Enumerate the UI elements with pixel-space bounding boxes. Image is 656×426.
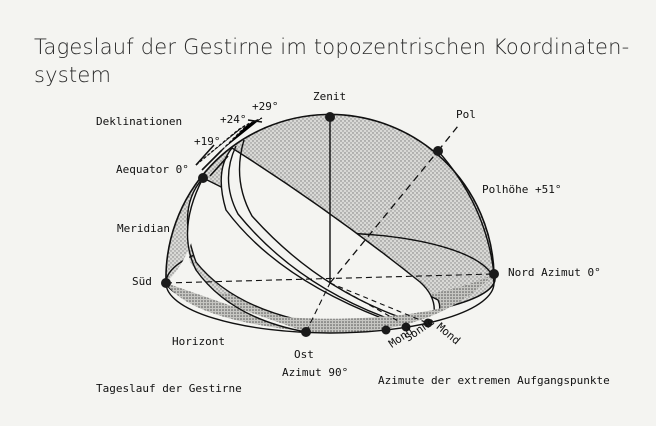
label-sued: Süd xyxy=(132,275,152,288)
pol-point xyxy=(433,146,443,156)
mond-point-1 xyxy=(381,325,391,335)
label-dek-plus19: +19° xyxy=(194,135,221,148)
sued-point xyxy=(161,278,171,288)
sonne-point xyxy=(401,322,411,332)
label-azimut-90: Azimut 90° xyxy=(282,366,348,379)
declination-arc-1 xyxy=(227,145,405,319)
label-aequator: Aequator 0° xyxy=(116,163,189,176)
nord-point xyxy=(489,269,499,279)
label-dek-plus24: +24° xyxy=(220,113,247,126)
label-meridian: Meridian xyxy=(117,222,170,235)
caption-tageslauf: Tageslauf der Gestirne xyxy=(96,382,242,395)
zenit-point xyxy=(325,112,335,122)
caption-azimute: Azimute der extremen Aufgangspunkte xyxy=(378,374,610,387)
ost-point xyxy=(301,327,311,337)
page-title: Tageslauf der Gestirne im topozentrische… xyxy=(34,35,630,87)
label-zenit: Zenit xyxy=(313,90,346,103)
mond-point-2 xyxy=(423,318,433,328)
label-pol: Pol xyxy=(456,108,476,121)
label-horizont: Horizont xyxy=(172,335,225,348)
label-ost: Ost xyxy=(294,348,314,361)
label-mond-2: Mond xyxy=(434,320,463,347)
equator-plane-lower xyxy=(166,178,306,332)
aequator-point xyxy=(198,173,208,183)
label-dek-plus29: +29° xyxy=(252,100,279,113)
label-deklinationen: Deklinationen xyxy=(96,115,182,128)
label-nord-azimut: Nord Azimut 0° xyxy=(508,266,601,279)
label-polhoehe: Polhöhe +51° xyxy=(482,183,561,196)
declination-band xyxy=(220,147,435,319)
